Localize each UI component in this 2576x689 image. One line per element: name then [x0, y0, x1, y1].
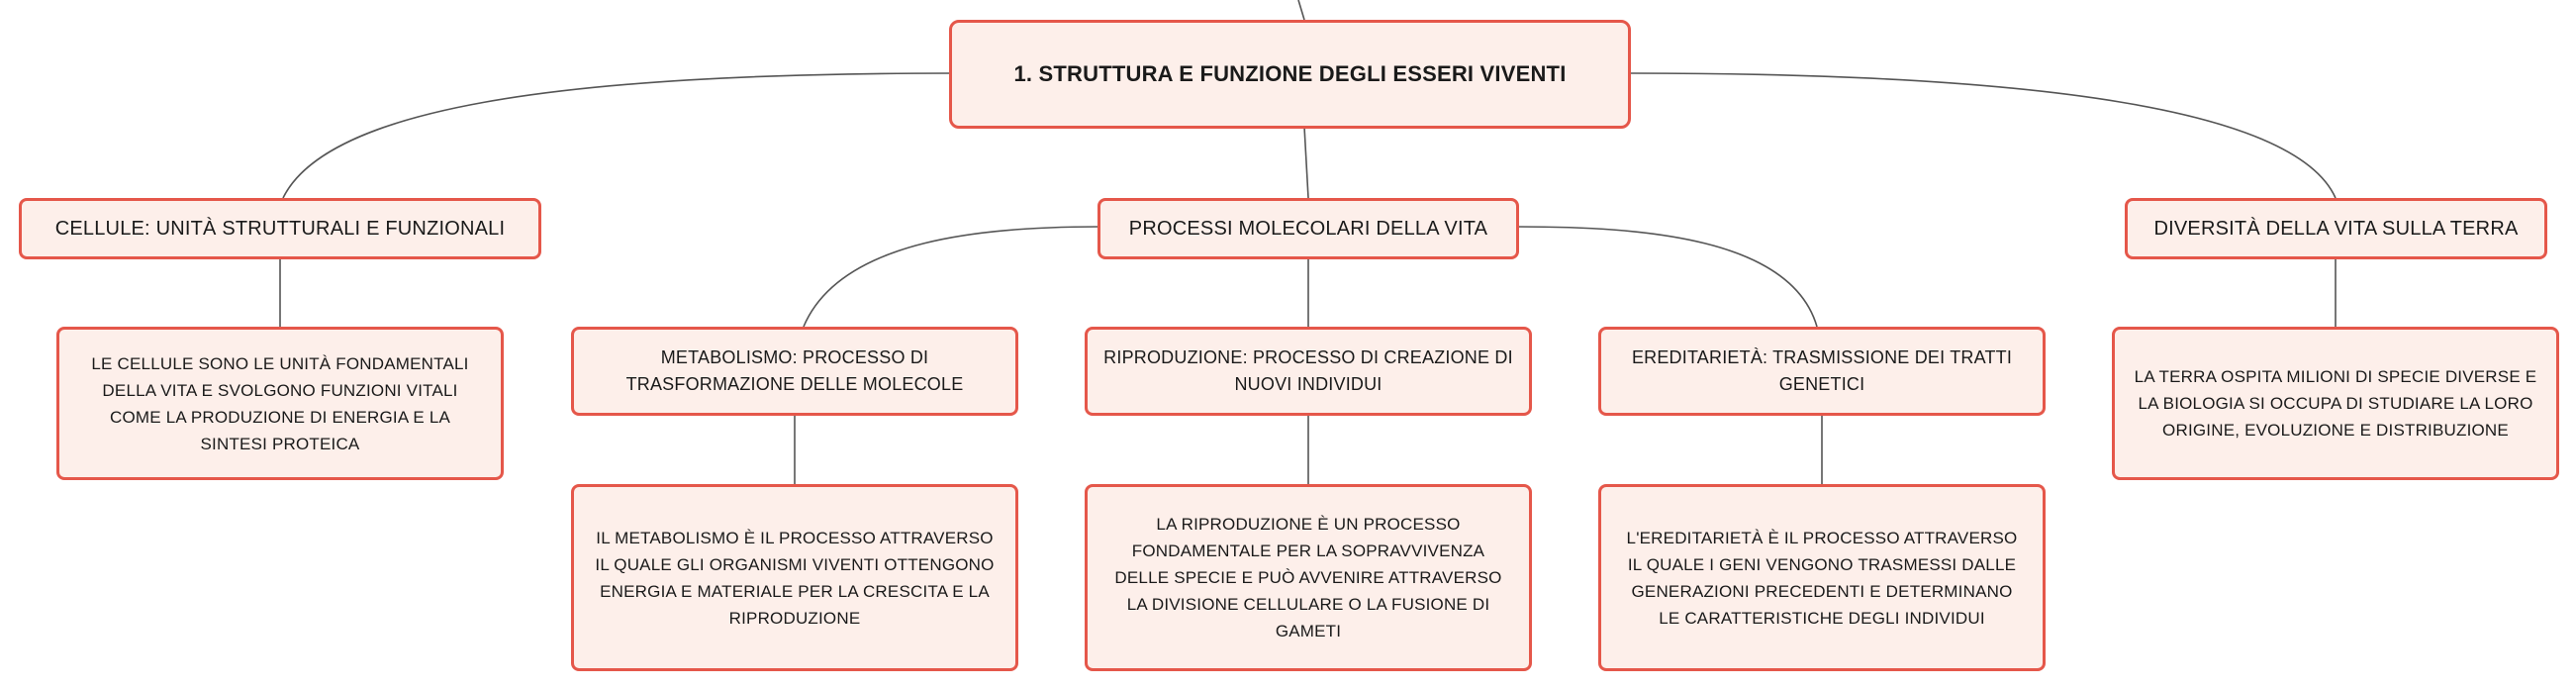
topic-cellule-label: CELLULE: UNITÀ STRUTTURALI E FUNZIONALI — [54, 217, 506, 240]
subtopic-metabolismo-description[interactable]: IL METABOLISMO È IL PROCESSO ATTRAVERSO … — [571, 484, 1018, 671]
topic-diversita-description[interactable]: LA TERRA OSPITA MILIONI DI SPECIE DIVERS… — [2112, 327, 2559, 480]
connector-processi-ereditarieta — [1517, 226, 1818, 328]
root-topic-label: 1. STRUTTURA E FUNZIONE DEGLI ESSERI VIV… — [1013, 61, 1567, 86]
topic-processi-molecolari[interactable]: PROCESSI MOLECOLARI DELLA VITA — [1097, 198, 1519, 259]
subtopic-ereditarieta[interactable]: EREDITARIETÀ: TRASMISSIONE DEI TRATTI GE… — [1598, 327, 2046, 416]
connector-root-diversita — [1630, 72, 2337, 199]
topic-diversita-label: DIVERSITÀ DELLA VITA SULLA TERRA — [2153, 217, 2519, 240]
connector-root-processi — [1303, 126, 1309, 199]
connector-root-cellule — [282, 72, 951, 199]
connector-processi-metabolismo — [803, 226, 1099, 328]
subtopic-ereditarieta-label: EREDITARIETÀ: TRASMISSIONE DEI TRATTI GE… — [1631, 347, 2013, 394]
subtopic-riproduzione-description-text: LA RIPRODUZIONE È UN PROCESSO FONDAMENTA… — [1114, 515, 1502, 640]
connector-root-parent — [1297, 0, 1305, 21]
root-topic[interactable]: 1. STRUTTURA E FUNZIONE DEGLI ESSERI VIV… — [949, 20, 1631, 129]
subtopic-ereditarieta-description-text: L'EREDITARIETÀ È IL PROCESSO ATTRAVERSO … — [1626, 528, 2018, 628]
topic-diversita-description-text: LA TERRA OSPITA MILIONI DI SPECIE DIVERS… — [2134, 367, 2537, 440]
subtopic-riproduzione-description[interactable]: LA RIPRODUZIONE È UN PROCESSO FONDAMENTA… — [1085, 484, 1532, 671]
subtopic-ereditarieta-description[interactable]: L'EREDITARIETÀ È IL PROCESSO ATTRAVERSO … — [1598, 484, 2046, 671]
subtopic-riproduzione-label: RIPRODUZIONE: PROCESSO DI CREAZIONE DI N… — [1103, 347, 1513, 394]
subtopic-riproduzione[interactable]: RIPRODUZIONE: PROCESSO DI CREAZIONE DI N… — [1085, 327, 1532, 416]
topic-processi-molecolari-label: PROCESSI MOLECOLARI DELLA VITA — [1128, 217, 1488, 240]
topic-cellule-description-text: LE CELLULE SONO LE UNITÀ FONDAMENTALI DE… — [91, 353, 469, 453]
subtopic-metabolismo-description-text: IL METABOLISMO È IL PROCESSO ATTRAVERSO … — [595, 528, 995, 628]
subtopic-metabolismo-label: METABOLISMO: PROCESSO DI TRASFORMAZIONE … — [625, 347, 964, 394]
topic-cellule[interactable]: CELLULE: UNITÀ STRUTTURALI E FUNZIONALI — [19, 198, 541, 259]
subtopic-metabolismo[interactable]: METABOLISMO: PROCESSO DI TRASFORMAZIONE … — [571, 327, 1018, 416]
topic-cellule-description[interactable]: LE CELLULE SONO LE UNITÀ FONDAMENTALI DE… — [56, 327, 504, 480]
topic-diversita[interactable]: DIVERSITÀ DELLA VITA SULLA TERRA — [2125, 198, 2547, 259]
